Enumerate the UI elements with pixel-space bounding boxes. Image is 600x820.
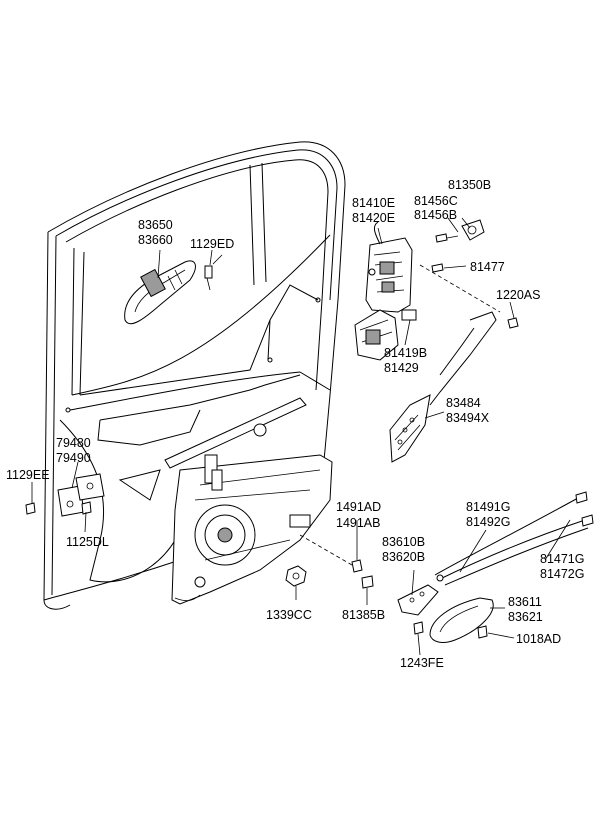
label-81477: 81477 [470, 260, 505, 274]
label-79480: 79480 [56, 436, 91, 450]
inside-rod-83484 [389, 311, 497, 463]
label-1129ED: 1129ED [190, 237, 235, 251]
label-81410E: 81410E [352, 196, 396, 210]
label-1339CC: 1339CC [266, 608, 312, 622]
lock-actuator-81419B [354, 309, 417, 361]
label-1220AS: 1220AS [496, 288, 541, 302]
clip-1491AD [351, 559, 374, 589]
label-1491AD: 1491AD [336, 500, 382, 514]
label-1243FE: 1243FE [400, 656, 444, 670]
label-83611: 83611 [508, 595, 542, 609]
door-latch-81410E [365, 221, 413, 313]
bolt-1129ED [204, 254, 223, 291]
label-1125DL: 1125DL [66, 535, 109, 549]
door-hinge-79480 [25, 473, 105, 517]
label-81385B: 81385B [342, 608, 386, 622]
label-81429: 81429 [384, 361, 419, 375]
label-83484: 83484 [446, 396, 481, 410]
outer-handle-83650 [124, 260, 196, 325]
label-83610B: 83610B [382, 535, 426, 549]
label-81471G: 81471G [540, 552, 585, 566]
leader-lines [31, 217, 571, 656]
label-81350B: 81350B [448, 178, 492, 192]
label-83660: 83660 [138, 233, 173, 247]
label-1018AD: 1018AD [516, 632, 562, 646]
nut-1339CC [285, 565, 307, 587]
label-1129EE: 1129EE [6, 468, 50, 482]
inside-handle-83611 [397, 584, 494, 643]
bolt-1220AS [507, 317, 519, 329]
label-81420E: 81420E [352, 211, 396, 225]
label-83650: 83650 [138, 218, 173, 232]
label-81419B: 81419B [384, 346, 428, 360]
door-panel [43, 141, 346, 610]
cable-81491G [434, 491, 594, 586]
label-83621: 83621 [508, 610, 543, 624]
striker-81350B [431, 219, 485, 273]
label-81456B: 81456B [414, 208, 458, 222]
label-81491G: 81491G [466, 500, 511, 514]
label-81472G: 81472G [540, 567, 585, 581]
label-83494X: 83494X [446, 411, 490, 425]
label-81456C: 81456C [414, 194, 458, 208]
window-regulator [164, 397, 333, 605]
label-83620B: 83620B [382, 550, 426, 564]
label-79490: 79490 [56, 451, 91, 465]
label-1491AB: 1491AB [336, 516, 381, 530]
label-81492G: 81492G [466, 515, 511, 529]
